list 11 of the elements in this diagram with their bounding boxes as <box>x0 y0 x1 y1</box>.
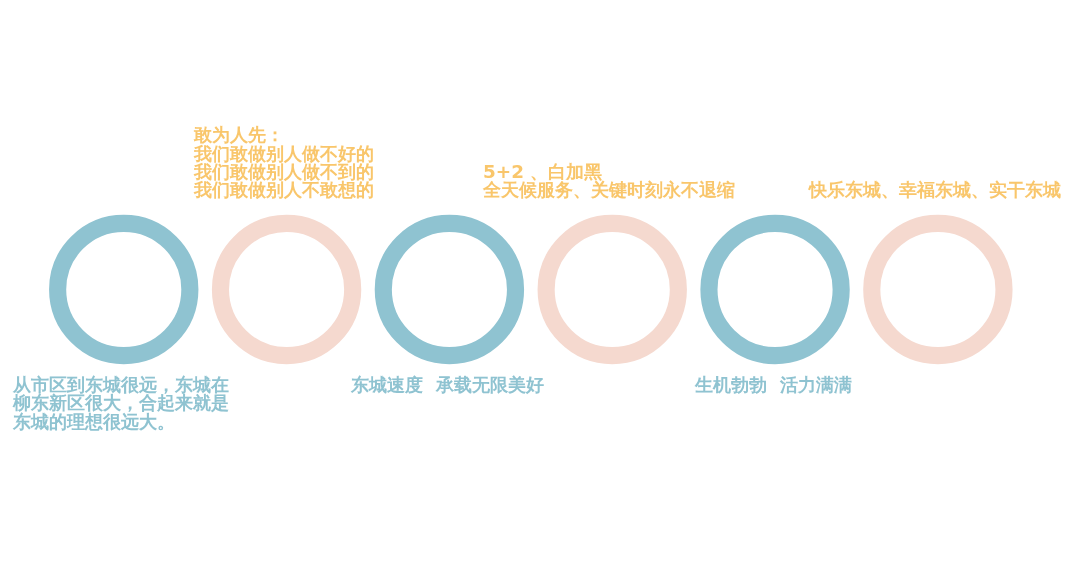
node-circle <box>49 214 199 365</box>
node-label: 快乐东城、幸福东城、实干东城 <box>808 179 1061 201</box>
node-circle <box>211 214 362 365</box>
node-label: 敢为人先： <box>194 124 285 146</box>
node-label: 东城速度 承载无限美好 <box>351 374 545 396</box>
node-label: 从市区到东城很远，东城在柳东新区很大，合起来就是东城的理想很远大。 <box>12 374 229 432</box>
node-label: 生机勃勃 活力满满 <box>695 374 853 396</box>
node-circle <box>863 214 1013 365</box>
node-circle <box>537 214 687 365</box>
node-circle <box>374 214 525 365</box>
node-circle <box>700 214 850 365</box>
